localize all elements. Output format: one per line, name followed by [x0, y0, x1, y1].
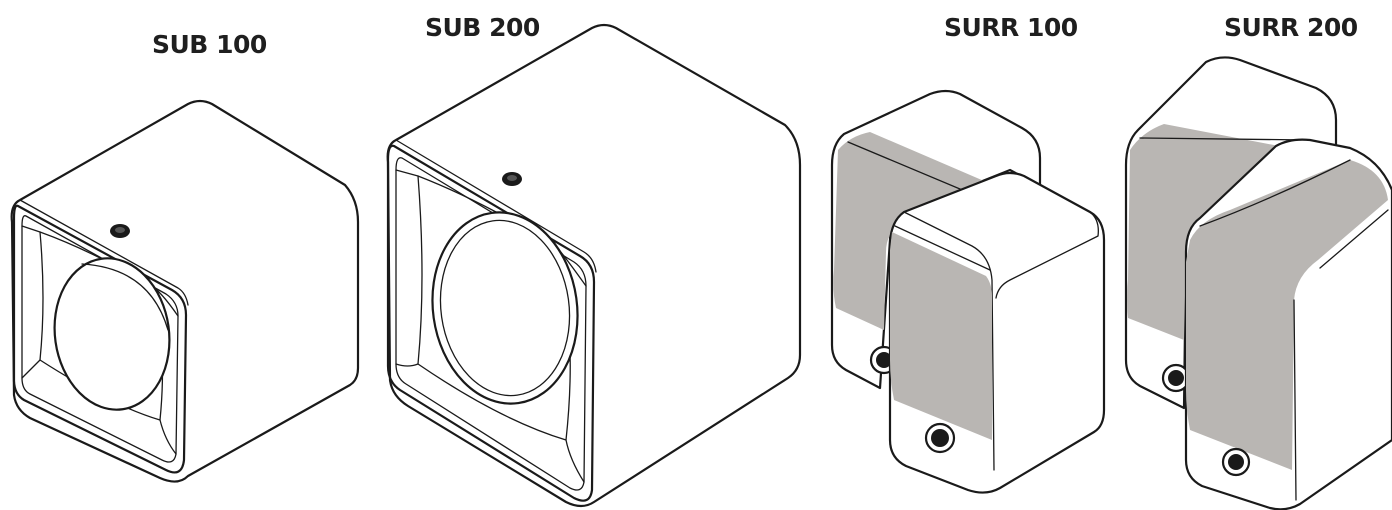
subwoofer-large-icon: [386, 23, 802, 508]
sub200-label: SUB 200: [425, 13, 540, 42]
sub100-label: SUB 100: [152, 30, 267, 59]
surround-speaker-pair-small-icon: [830, 89, 1106, 494]
surr200-label: SURR 200: [1224, 13, 1358, 42]
surround-speaker-pair-large-icon: [1124, 56, 1392, 510]
surr100-label: SURR 100: [944, 13, 1078, 42]
subwoofer-small-icon: [10, 99, 360, 483]
